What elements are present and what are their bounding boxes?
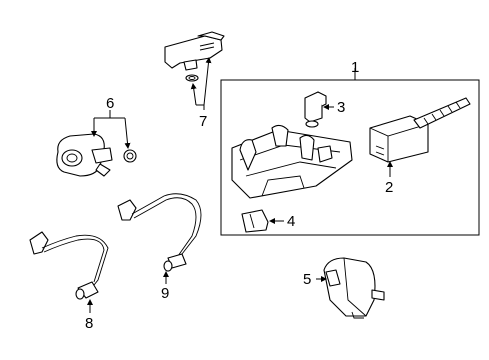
leader-7 (190, 57, 212, 110)
part-9-oxygen-sensor (117, 193, 202, 272)
callout-8: 8 (85, 315, 93, 332)
callout-9: 9 (161, 285, 169, 302)
part-3-cap (304, 91, 327, 128)
callout-5: 5 (303, 271, 311, 288)
part-8-oxygen-sensor (29, 231, 109, 300)
callout-7: 7 (199, 113, 207, 130)
part-1-bracket (231, 124, 353, 199)
assembly-frame (220, 79, 480, 236)
part-4-clip (241, 209, 269, 233)
leader-6 (91, 110, 131, 149)
callout-1: 1 (351, 59, 359, 76)
callout-6: 6 (106, 95, 114, 112)
part-5-solenoid (323, 257, 385, 319)
callout-4: 4 (287, 213, 295, 230)
callout-2: 2 (385, 179, 393, 196)
part-2-module (369, 97, 471, 163)
part-6-valve (56, 133, 137, 177)
part-7-sensor (164, 31, 225, 82)
callout-3: 3 (337, 99, 345, 116)
